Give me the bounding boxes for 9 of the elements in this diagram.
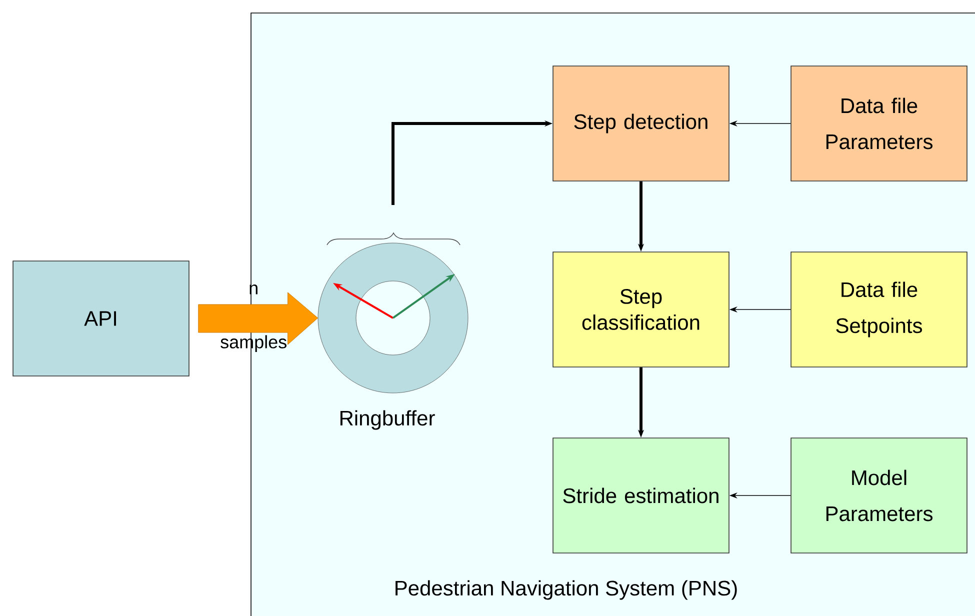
data-box: Data file Parameters [790, 66, 968, 182]
ring-buffer-drawing: Ringbuffer [318, 242, 468, 430]
process-box: Step classification [552, 252, 730, 368]
data-box: Model Parameters [790, 438, 968, 554]
data-box: Data file Setpoints [790, 252, 968, 368]
process-box: Step detection [552, 66, 730, 182]
api-box: API [12, 260, 190, 376]
process-box: Stride estimation [552, 438, 730, 554]
node-label: Ringbuffer [340, 410, 435, 430]
